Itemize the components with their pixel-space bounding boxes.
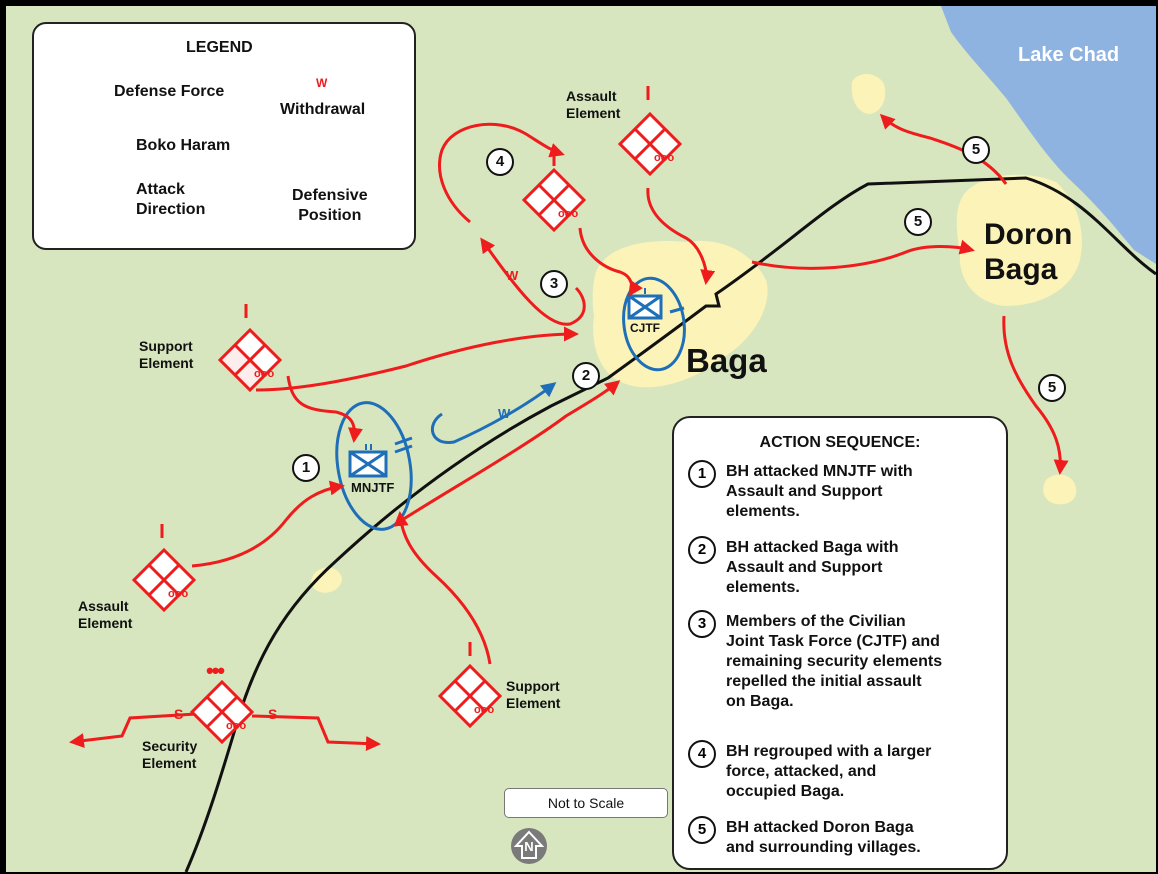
legend: LEGEND Defense Force Boko Haram Attack D… [32,22,416,250]
marker-5-north: 5 [962,136,990,164]
security-element-label: Security Element [142,738,198,771]
security-screen-right [251,714,381,752]
unit-size-mark: ••• [206,658,225,683]
bh-security-element [189,679,255,745]
bh-symbol-mark: ooo [168,588,189,600]
bh-symbol-mark: ooo [654,152,675,164]
action-sequence-box: ACTION SEQUENCE: 1 BH attacked MNJTF wit… [672,416,1008,870]
doron-baga-town [956,174,1082,306]
legend-boko-haram: Boko Haram [136,137,231,154]
baga-label: Baga [686,342,767,379]
support-element-nw-label: Support Element [139,338,194,371]
scale-note: Not to Scale [504,788,668,818]
cjtf-repel-withdrawal-arrow [480,237,586,326]
cjtf-withdraw-mark: W [506,268,519,283]
map-graphics [53,6,1156,872]
attack-arrow-support-to-mnjtf [286,375,363,443]
mnjtf-defensive-position [335,401,413,531]
map: Lake Chad Baga Doron Baga MNJTF CJTF Sup… [6,6,1156,872]
attack-arrow-village-north [879,113,1008,185]
sequence-number: 3 [688,610,716,638]
bh-assault-element-n [617,111,683,177]
sequence-text: Members of the Civilian Joint Task Force… [726,613,943,710]
support-element-s-label: Support Element [506,678,561,711]
north-arrow: N [511,828,547,864]
marker-4: 4 [486,148,514,176]
bh-regroup-element [521,167,587,233]
attack-arrow-assault-to-mnjtf [191,480,345,568]
mnjtf-withdraw-mark: W [498,406,511,421]
sequence-number: 4 [688,740,716,768]
bh-symbol-mark: ooo [226,720,247,732]
sequence-number: 2 [688,536,716,564]
cjtf-defensive-position [622,276,686,372]
bh-symbol-mark: ooo [474,704,495,716]
lake-chad-label: Lake Chad [1018,44,1120,66]
security-screen-left [69,712,197,749]
marker-5-doron: 5 [904,208,932,236]
cjtf-label: CJTF [630,321,660,335]
sequence-text: BH attacked Doron Baga and surrounding v… [726,819,921,856]
village-north [851,73,886,114]
bh-symbol-mark: ooo [254,368,275,380]
marker-2: 2 [572,362,600,390]
screen-mark-right: S [268,706,278,722]
north-label: N [524,839,534,854]
legend-withdrawal-mark: W [316,76,328,90]
bh-support-element-s [437,663,503,729]
legend-defensive-position: Defensive Position [292,187,368,224]
sequence-text: BH attacked MNJTF with Assault and Suppo… [726,463,913,520]
cjtf-unit-symbol [627,288,685,320]
legend-attack-direction: Attack Direction [136,181,206,218]
sequence-text: BH regrouped with a larger force, attack… [726,743,932,800]
attack-arrow-village-east [1002,315,1069,475]
attack-arrow-assault-element-north [646,187,716,285]
doron-baga-label: Doron Baga [984,218,1073,286]
village-south [311,567,342,593]
action-sequence-title: ACTION SEQUENCE: [759,434,921,451]
lake-chad [941,6,1156,264]
baga-town [592,240,768,388]
legend-withdrawal: Withdrawal [280,101,366,118]
marker-1: 1 [292,454,320,482]
assault-element-n-label: Assault Element [566,88,621,121]
village-east [1043,474,1077,505]
legend-defense-force: Defense Force [114,83,225,100]
attack-arrow-doron-baga [751,239,975,270]
sequence-number: 1 [688,460,716,488]
assault-element-sw-label: Assault Element [78,598,133,631]
sequence-number: 5 [688,816,716,844]
legend-title: LEGEND [186,39,253,56]
marker-3: 3 [540,270,568,298]
bh-symbol-mark: ooo [558,208,579,220]
attack-arrow-regroup [438,122,565,224]
sequence-text: BH attacked Baga with Assault and Suppor… [726,539,899,596]
attack-arrow-assault-north [578,227,643,297]
marker-5-east: 5 [1038,374,1066,402]
mnjtf-withdrawal-arrow [431,382,557,444]
mnjtf-unit-symbol [348,436,413,478]
attack-arrow-mnjtf-to-baga [255,326,579,392]
attack-arrow-south-to-baga [401,380,621,522]
attack-arrow-support-to-mnjtf-south [393,511,492,665]
screen-mark-left: S [174,706,184,722]
mnjtf-label: MNJTF [351,480,395,495]
bh-assault-element-sw [131,547,197,613]
bh-support-element-nw [217,327,283,393]
